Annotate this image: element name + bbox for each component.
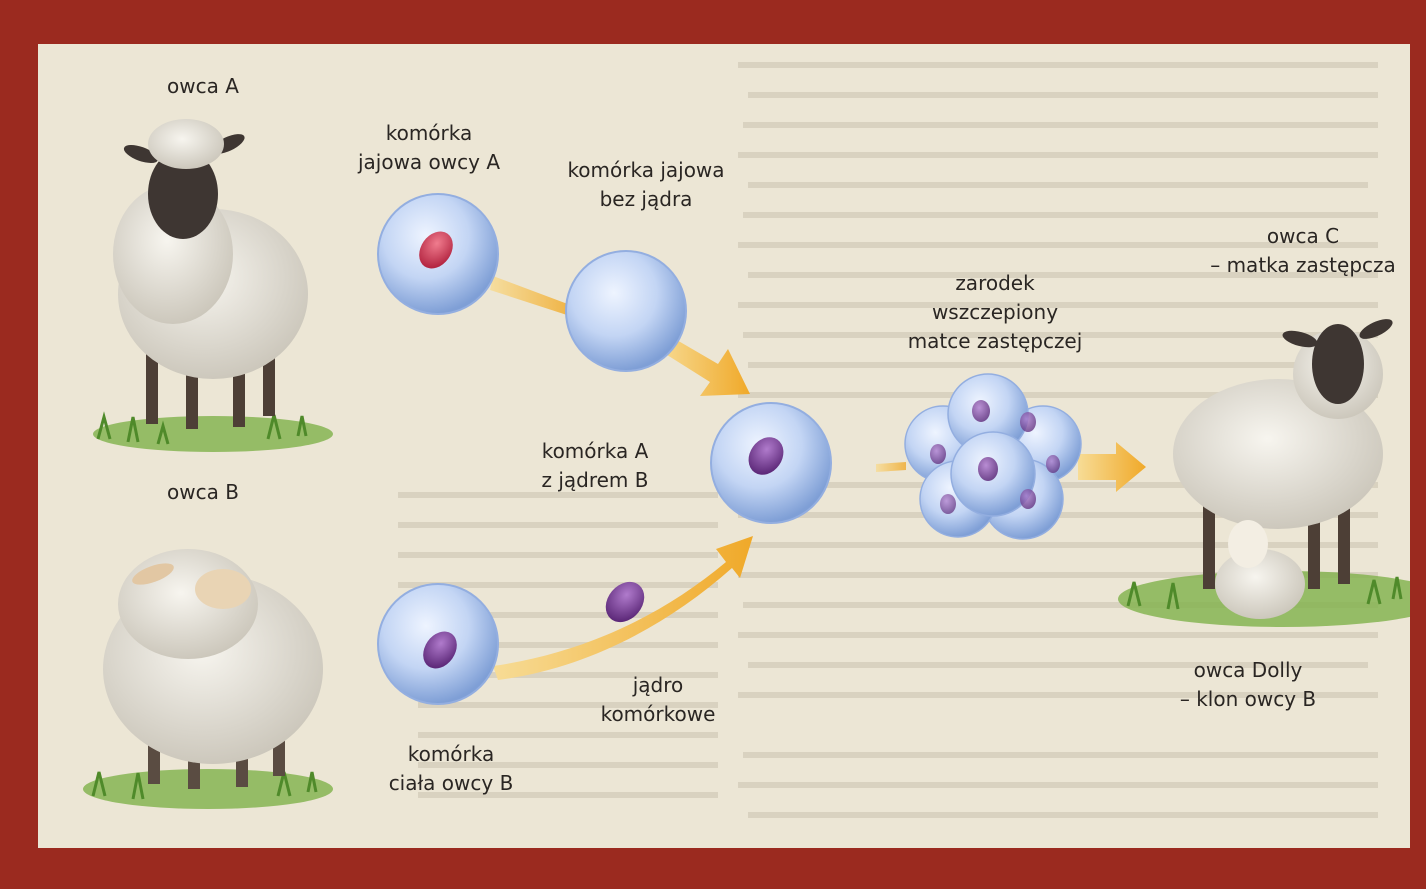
egg-cell-a — [378, 194, 498, 314]
diagram-panel: owca A komórka jajowa owcy A komórka jaj… — [38, 44, 1410, 848]
label-cell-a-with-nucleus-b: komórka A z jądrem B — [520, 437, 670, 495]
label-nucleus: jądro komórkowe — [578, 671, 738, 729]
arrow-egg-to-enucleated — [490, 276, 573, 316]
arrow-embryo-to-sheepC — [1078, 442, 1146, 492]
sheep-b-illustration — [83, 549, 333, 809]
label-body-cell-b: komórka ciała owcy B — [366, 740, 536, 798]
arrow-cellA-to-embryo — [876, 462, 906, 472]
sheep-c-and-dolly-illustration — [1118, 315, 1410, 627]
label-sheep-c: owca C – matka zastępcza — [1203, 222, 1403, 280]
label-sheep-b: owca B — [133, 478, 273, 507]
body-cell-b — [378, 584, 498, 704]
sheep-a-illustration — [93, 119, 333, 452]
label-egg-without-nucleus: komórka jajowa bez jądra — [546, 156, 746, 214]
cell-a-with-nucleus-b — [711, 403, 831, 523]
embryo-cluster — [905, 374, 1081, 539]
label-sheep-a: owca A — [133, 72, 273, 101]
label-embryo: zarodek wszczepiony matce zastępczej — [890, 269, 1100, 356]
label-egg-cell-a: komórka jajowa owcy A — [334, 119, 524, 177]
egg-cell-without-nucleus — [566, 251, 686, 371]
label-dolly: owca Dolly – klon owcy B — [1158, 656, 1338, 714]
